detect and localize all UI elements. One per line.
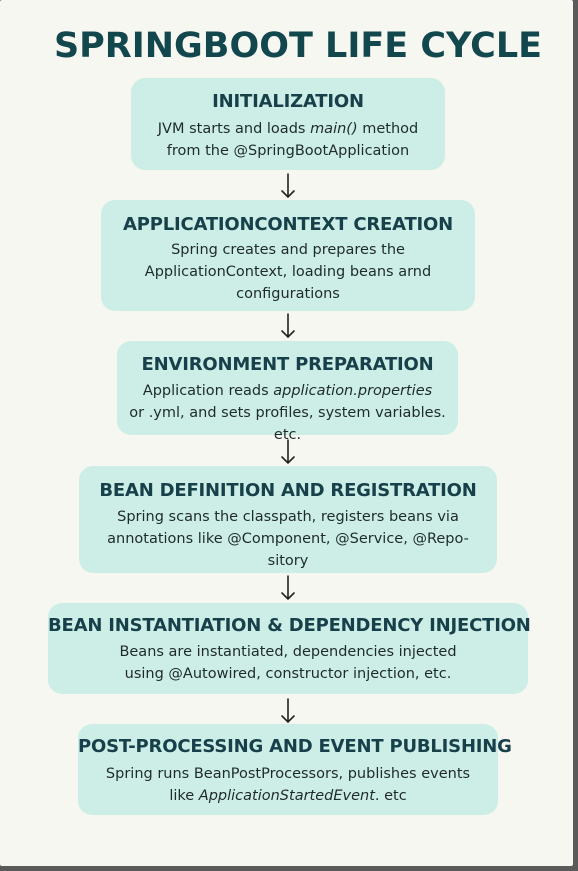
step-description-line: sitory: [267, 553, 309, 569]
step-title: POST-PROCESSING AND EVENT PUBLISHING: [78, 736, 512, 757]
step-description-line: from the @SpringBootApplication: [166, 143, 410, 159]
down-arrow-icon: [278, 172, 298, 200]
window-edge-bottom: [0, 866, 578, 871]
step-title: INITIALIZATION: [212, 91, 364, 112]
step-description-line: JVM starts and loads main() method: [157, 121, 419, 137]
step-initialization: INITIALIZATION JVM starts and loads main…: [131, 78, 445, 170]
step-description-line: Application reads application.properties: [142, 383, 433, 399]
step-description-line: Spring creates and prepares the: [171, 242, 405, 258]
step-post-processing-events: POST-PROCESSING AND EVENT PUBLISHING Spr…: [78, 724, 512, 815]
step-title: BEAN INSTANTIATION & DEPENDENCY INJECTIO…: [48, 615, 531, 636]
step-description-line: Spring scans the classpath, registers be…: [117, 509, 459, 525]
step-description: Spring scans the classpath, registers be…: [79, 506, 497, 572]
step-description-line: using @Autowired, constructor injection,…: [124, 666, 452, 682]
step-description-line: like ApplicationStartedEvent. etc: [169, 788, 407, 804]
down-arrow-icon: [278, 438, 298, 466]
step-description-line: configurations: [236, 286, 340, 302]
step-description: Spring creates and prepares the Applicat…: [101, 239, 475, 305]
down-arrow-icon: [278, 312, 298, 340]
step-applicationcontext-creation: APPLICATIONCONTEXT CREATION Spring creat…: [101, 200, 475, 311]
step-bean-definition-registration: BEAN DEFINITION AND REGISTRATION Spring …: [79, 466, 497, 573]
step-title: ENVIRONMENT PREPARATION: [141, 354, 434, 375]
down-arrow-icon: [278, 697, 298, 725]
step-description-line: ApplicationContext, loading beans arnd: [144, 264, 432, 280]
step-description-line: Spring runs BeanPostProcessors, publishe…: [105, 766, 471, 782]
step-description: Application reads application.properties…: [117, 380, 458, 446]
step-description-line: or .yml, and sets profiles, system varia…: [129, 405, 446, 421]
step-environment-preparation: ENVIRONMENT PREPARATION Application read…: [117, 341, 458, 443]
step-title: APPLICATIONCONTEXT CREATION: [123, 214, 453, 235]
step-description-line: annotations like @Component, @Service, @…: [107, 531, 469, 547]
step-description-line: etc.: [273, 427, 302, 443]
diagram-title: SPRINGBOOT LIFE CYCLE: [53, 26, 543, 66]
step-description: Spring runs BeanPostProcessors, publishe…: [78, 763, 498, 807]
down-arrow-icon: [278, 574, 298, 602]
window-edge-right: [573, 0, 578, 871]
step-description: JVM starts and loads main() method from …: [131, 118, 445, 162]
step-bean-instantiation-di: BEAN INSTANTIATION & DEPENDENCY INJECTIO…: [48, 603, 531, 694]
step-description: Beans are instantiated, dependencies inj…: [48, 641, 528, 685]
step-description-line: Beans are instantiated, dependencies inj…: [119, 644, 457, 660]
step-title: BEAN DEFINITION AND REGISTRATION: [99, 480, 477, 501]
